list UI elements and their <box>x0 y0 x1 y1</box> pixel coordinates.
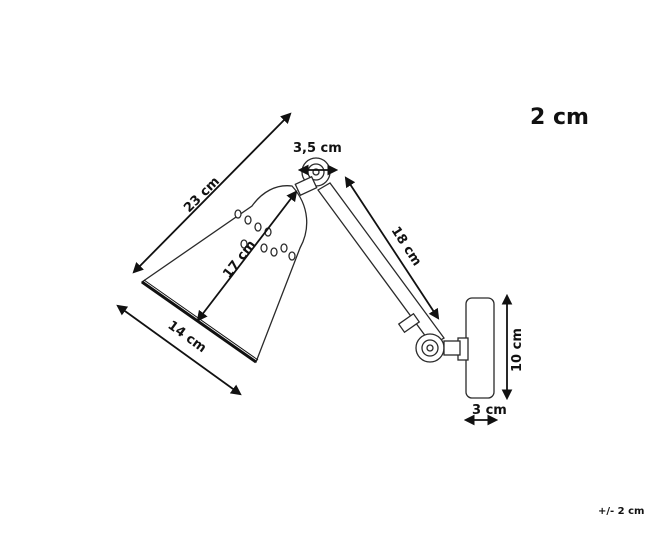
tolerance-note: +/- 2 cm <box>598 506 644 517</box>
wall-mount <box>457 297 495 399</box>
lower-joint <box>415 333 461 363</box>
mount-height-label: 10 cm <box>510 328 525 372</box>
shade-inner-dimension-line <box>196 190 298 322</box>
shade-length-label: 23 cm <box>181 174 223 216</box>
lamp-arm <box>317 182 461 363</box>
scale-label: 2 cm <box>530 105 589 130</box>
shade-diameter-dimension-line <box>116 304 242 396</box>
joint-width-label: 3,5 cm <box>293 141 342 156</box>
mount-depth-label: 3 cm <box>472 403 507 418</box>
arm-length-label: 18 cm <box>388 224 424 269</box>
arm-length-dimension-line <box>344 176 440 320</box>
